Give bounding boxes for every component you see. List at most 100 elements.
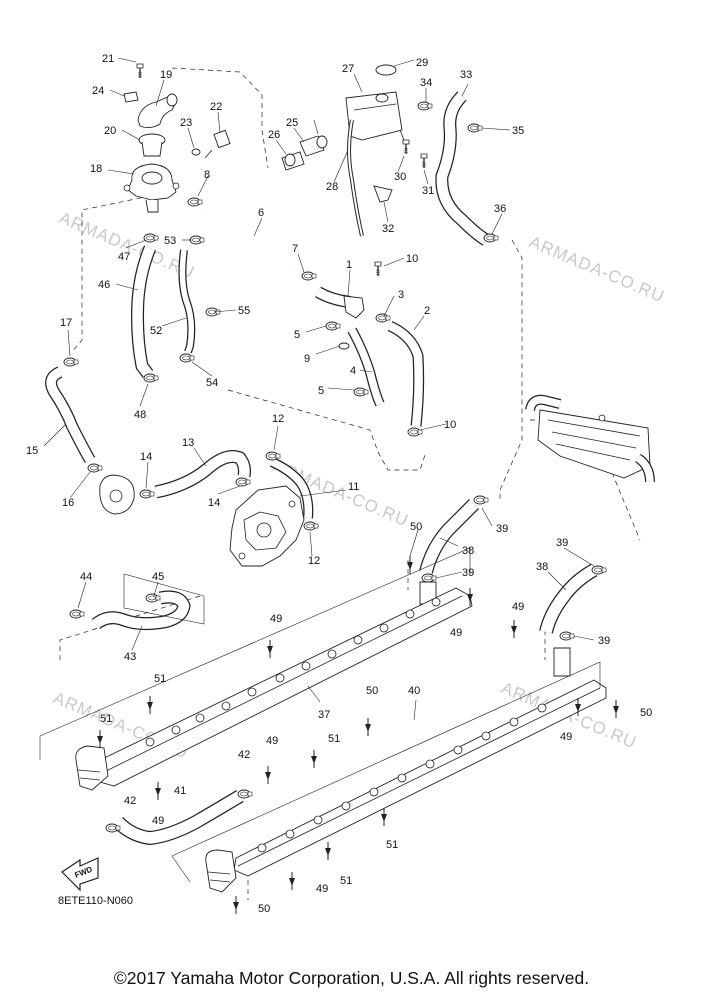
- callout-label: 54: [206, 377, 218, 389]
- callout-label: 31: [422, 185, 434, 197]
- callout-label: 7: [292, 243, 298, 255]
- watermark-text: ARMADA-CO.RU: [56, 208, 197, 282]
- callout-label: 49: [450, 627, 462, 639]
- callout-label: 49: [152, 815, 164, 827]
- callout-label: 53: [164, 235, 176, 247]
- hose-38-lower: [539, 563, 607, 677]
- callout-label: 39: [462, 567, 474, 579]
- hose-33: [435, 91, 499, 246]
- hose-13: [154, 450, 251, 499]
- parts-diagram: ARMADA-CO.RU ARMADA-CO.RU ARMADA-CO.RU A…: [26, 53, 667, 915]
- callout-label: 49: [270, 613, 282, 625]
- callout-label: 23: [180, 117, 192, 129]
- water-pump-housing: [229, 485, 305, 567]
- callout-label: 3: [398, 289, 404, 301]
- callout-label: 52: [150, 325, 162, 337]
- callout-label: 38: [536, 561, 548, 573]
- callout-label: 34: [420, 77, 432, 89]
- callout-label: 29: [416, 57, 428, 69]
- callout-label: 51: [100, 713, 112, 725]
- hose-4: [325, 321, 385, 407]
- callout-label: 21: [102, 53, 114, 65]
- callout-label: 39: [598, 635, 610, 647]
- callout-label: 49: [560, 731, 572, 743]
- callout-label: 5: [318, 385, 324, 397]
- hose-1: [315, 261, 382, 319]
- callout-label: 51: [328, 733, 340, 745]
- callout-label: 25: [286, 117, 298, 129]
- cooling-pipe-37: [75, 587, 473, 791]
- callout-label: 40: [408, 685, 420, 697]
- callout-label: 1: [346, 259, 352, 271]
- callout-label: 38: [462, 545, 474, 557]
- callout-label: 41: [174, 785, 186, 797]
- callout-label: 30: [394, 171, 406, 183]
- hose-11: [265, 451, 319, 531]
- callout-label: 26: [268, 129, 280, 141]
- callout-label: 8: [204, 169, 210, 181]
- cooling-pipe-40: [205, 679, 607, 893]
- callout-label: 50: [258, 903, 270, 915]
- callout-label: 14: [140, 451, 152, 463]
- callout-label: 4: [350, 365, 356, 377]
- callout-label: 36: [494, 203, 506, 215]
- callout-label: 24: [92, 85, 104, 97]
- callout-label: 10: [406, 253, 418, 265]
- copyright-notice: ©2017 Yamaha Motor Corporation, U.S.A. A…: [113, 968, 590, 988]
- callout-label: 32: [382, 223, 394, 235]
- callout-label: 50: [640, 707, 652, 719]
- callout-label: 16: [62, 497, 74, 509]
- hose-52: [178, 249, 221, 363]
- reservoir-tank: [281, 64, 483, 237]
- callout-label: 13: [182, 437, 194, 449]
- fwd-arrow: FWD: [61, 857, 99, 892]
- hose-43: [69, 590, 191, 631]
- callout-label: 20: [104, 125, 116, 137]
- callout-label: 28: [326, 181, 338, 193]
- callout-label: 9: [304, 353, 310, 365]
- callout-label: 22: [210, 101, 222, 113]
- callout-label: 49: [266, 735, 278, 747]
- thermostat-assembly: [123, 63, 231, 245]
- callout-label: 46: [98, 279, 110, 291]
- callout-label: 42: [124, 795, 136, 807]
- assembly-outlines: [39, 547, 601, 883]
- watermark-text: ARMADA-CO.RU: [526, 232, 667, 306]
- callout-label: 44: [80, 571, 92, 583]
- callout-label: 27: [342, 63, 354, 75]
- callout-label: 10: [444, 419, 456, 431]
- callout-label: 5: [294, 329, 300, 341]
- hose-15: [45, 357, 103, 473]
- callout-label: 12: [308, 555, 320, 567]
- callout-label: 2: [424, 305, 430, 317]
- callout-label: 18: [90, 163, 102, 175]
- callout-label: 15: [26, 445, 38, 457]
- diagram-code: 8ETE110-N060: [58, 895, 133, 907]
- callout-label: 37: [318, 709, 330, 721]
- callout-label: 43: [124, 651, 136, 663]
- hose-6: [203, 206, 317, 281]
- callout-label: 6: [258, 207, 264, 219]
- callout-label: 42: [238, 749, 250, 761]
- callout-label: 51: [154, 673, 166, 685]
- callout-labels: 21 19 24 22 20 23 18 8 6 53 47 46 17 15 …: [26, 53, 524, 797]
- callout-label: 33: [460, 69, 472, 81]
- water-pump-cover: [99, 474, 155, 515]
- callout-label: 39: [556, 537, 568, 549]
- callout-label: 48: [134, 409, 146, 421]
- callout-label: 51: [386, 839, 398, 851]
- callout-label: 50: [410, 521, 422, 533]
- callout-label: 47: [118, 251, 130, 263]
- hose-41: [105, 789, 253, 846]
- callout-label: 51: [340, 875, 352, 887]
- callout-label: 50: [366, 685, 378, 697]
- callout-label: 49: [512, 601, 524, 613]
- hose-46: [131, 245, 159, 383]
- callout-label: 12: [272, 413, 284, 425]
- callout-label: 49: [316, 883, 328, 895]
- callout-label: 45: [152, 571, 164, 583]
- callout-label: 55: [238, 305, 250, 317]
- callout-label: 14: [208, 497, 220, 509]
- leader-lines: [43, 57, 595, 721]
- hose-38-upper: [419, 495, 489, 605]
